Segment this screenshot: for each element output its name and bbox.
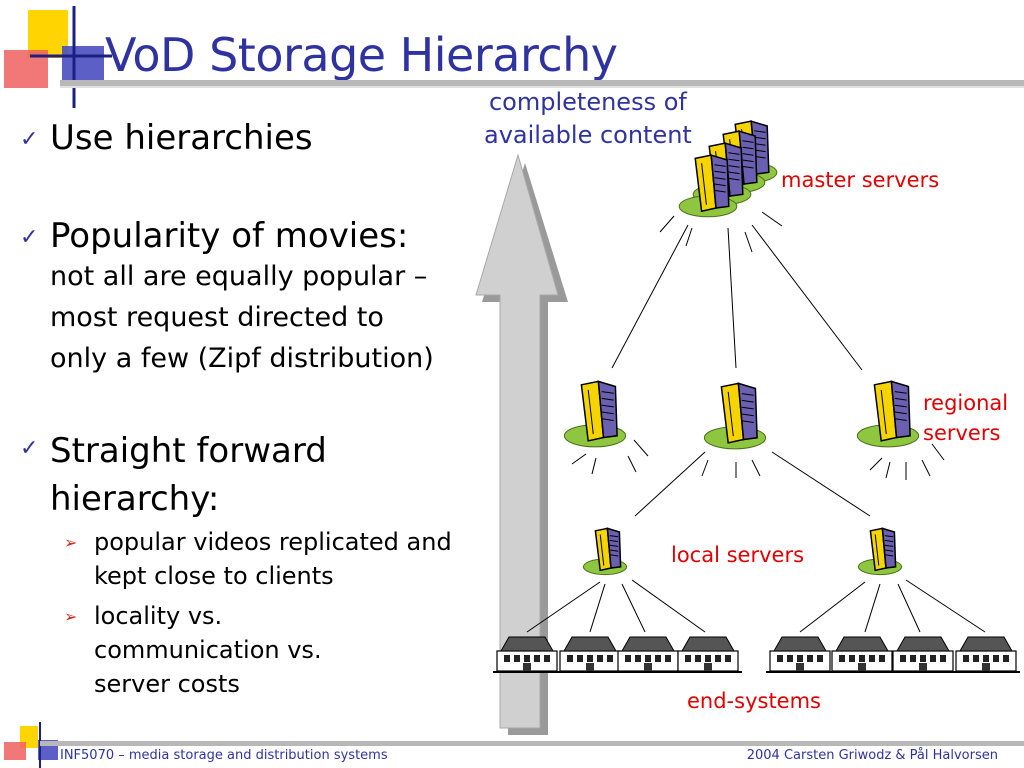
local-server-icon — [582, 527, 628, 576]
footer-course: INF5070 – media storage and distribution… — [60, 748, 388, 763]
slide-title: VoD Storage Hierarchy — [105, 28, 618, 82]
footer-rule — [40, 741, 1024, 746]
end-system-house-icon — [889, 636, 957, 673]
subbullet-popular-videos: ➢ popular videos replicated and kept clo… — [50, 525, 488, 593]
bullet-subline: not all are equally popular – — [50, 261, 428, 292]
arrow-bullet-icon: ➢ — [64, 533, 78, 552]
end-system-house-icon — [556, 636, 624, 673]
bullet-text: Popularity of movies: — [50, 216, 409, 256]
label-line: regional — [923, 391, 1009, 415]
label-local-servers: local servers — [671, 543, 805, 567]
axis-label-line: completeness of — [488, 88, 687, 116]
bullet-text: Straight forward — [50, 431, 327, 471]
subbullet-text: server costs — [94, 670, 240, 698]
regional-server-icon — [856, 380, 920, 448]
title-underline — [60, 80, 1024, 86]
label-end-systems: end-systems — [687, 689, 821, 713]
bullet-subline: only a few (Zipf distribution) — [50, 343, 434, 374]
subbullet-text: kept close to clients — [94, 562, 334, 590]
end-system-house-icon — [952, 636, 1020, 673]
label-line: servers — [923, 421, 1001, 445]
master-server-icon — [678, 154, 738, 218]
axis-label-line: available content — [484, 121, 692, 149]
axis-label: completeness of available content — [484, 86, 692, 152]
bullet-popularity: ✓ Popularity of movies: not all are equa… — [18, 216, 488, 379]
subbullet-text: locality vs. — [94, 602, 223, 630]
signal-ticks — [571, 211, 945, 480]
footer-logo-red — [4, 742, 26, 760]
end-system-house-icon — [828, 636, 896, 673]
bullet-text: Use hierarchies — [50, 118, 313, 158]
logo-blue-block — [62, 46, 104, 86]
check-icon: ✓ — [20, 127, 39, 152]
bullet-subline: most request directed to — [50, 302, 384, 333]
check-icon: ✓ — [20, 225, 39, 250]
regional-server-icon — [563, 380, 627, 448]
regional-server-icon — [703, 382, 767, 450]
bullet-straight-forward: ✓ Straight forward hierarchy: — [18, 427, 488, 523]
hierarchy-links — [526, 224, 986, 633]
footer-authors: 2004 Carsten Griwodz & Pål Halvorsen — [746, 748, 998, 763]
bullet-use-hierarchies: ✓ Use hierarchies — [18, 118, 488, 158]
subbullet-text: popular videos replicated and — [94, 528, 452, 556]
bullet-list: ✓ Use hierarchies ✓ Popularity of movies… — [18, 118, 488, 707]
arrow-bullet-icon: ➢ — [64, 607, 78, 626]
end-system-house-icon — [493, 636, 561, 673]
check-icon: ✓ — [20, 436, 39, 461]
end-system-house-icon — [614, 636, 682, 673]
end-system-house-icon — [766, 636, 834, 673]
bullet-text: hierarchy: — [50, 479, 220, 519]
label-master-servers: master servers — [781, 168, 940, 192]
end-system-house-icon — [674, 636, 742, 673]
label-regional-servers: regional servers — [923, 388, 1008, 448]
subbullet-locality: ➢ locality vs. communication vs. server … — [50, 599, 488, 701]
title-underline-light — [60, 86, 1024, 88]
subbullet-text: communication vs. — [94, 636, 322, 664]
local-server-icon — [857, 527, 903, 576]
